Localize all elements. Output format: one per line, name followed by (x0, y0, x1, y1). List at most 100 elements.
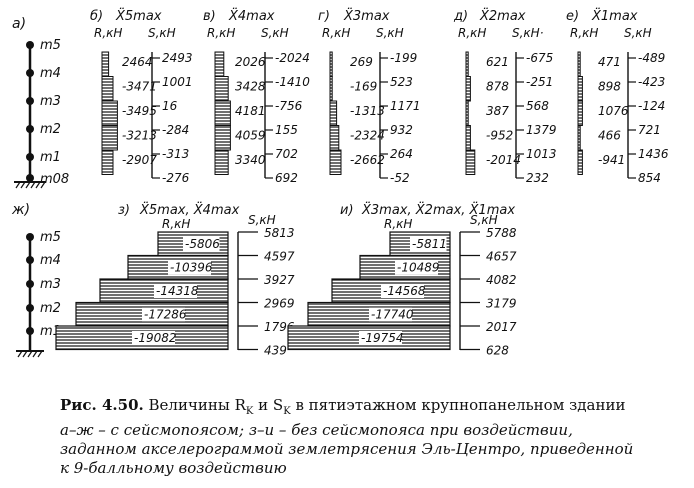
mass-node (26, 41, 34, 49)
panel-title: Ẍ1max (591, 8, 638, 24)
s-value: 5788 (486, 226, 517, 240)
floor-label-m1: m1 (40, 150, 61, 165)
mass-node (26, 153, 34, 161)
s-header: S,кН (470, 213, 498, 227)
s-value: 155 (275, 123, 298, 137)
s-value: 4082 (486, 273, 517, 287)
caption-line-2: заданном акселерограммой землетрясения Э… (60, 440, 634, 458)
r-value: -2014 (486, 153, 521, 167)
r-value: -1313 (350, 104, 385, 118)
r-bar (465, 100, 469, 126)
panel-title: Ẍ3max (343, 8, 390, 24)
s-header: S,кН (148, 26, 176, 40)
s-value: 4597 (264, 250, 295, 264)
panel-title: Ẍ2max (479, 8, 526, 24)
s-header: S,кН (248, 213, 276, 227)
masses-a (26, 41, 34, 182)
r-bar (465, 149, 476, 175)
r-value: -14318 (156, 284, 199, 298)
r-value: 4181 (235, 104, 266, 118)
r-header: R,кН (458, 26, 486, 40)
r-header: R,кН (207, 26, 235, 40)
r-label-bg (142, 307, 185, 322)
r-value: 269 (350, 55, 373, 69)
panel-letter: г) (318, 9, 330, 24)
s-value: -756 (275, 99, 303, 113)
r-value: -17740 (371, 308, 414, 322)
s-value: 854 (638, 171, 661, 185)
panel-letter: е) (566, 9, 579, 24)
r-label-bg (168, 260, 211, 275)
r-value: -2662 (350, 153, 385, 167)
s-value: -675 (526, 51, 553, 65)
floor-label-m3: m3 (40, 277, 61, 292)
r-value: -2324 (350, 129, 385, 143)
s-value: 1171 (390, 99, 421, 113)
s-header: S,кН (624, 26, 652, 40)
s-value: 16 (162, 99, 178, 113)
panel-letter: в) (203, 9, 216, 24)
r-bar (329, 149, 342, 175)
panel-letter: и) (340, 203, 354, 218)
s-value: -276 (162, 171, 190, 185)
s-value: -284 (162, 123, 189, 137)
s-value: 3927 (264, 273, 295, 287)
r-value: 878 (486, 80, 509, 94)
panel-title: Ẍ5max, Ẍ4max (139, 202, 240, 218)
s-value: 3179 (486, 297, 517, 311)
r-bar (101, 125, 118, 151)
figure-caption: Рис. 4.50. Величины RK и SK в пятиэтажно… (60, 396, 688, 478)
s-value: 439 (264, 344, 287, 358)
caption-subscript-sk: K (283, 406, 291, 417)
r-value: -10396 (170, 261, 213, 275)
r-value: -19082 (134, 331, 177, 345)
r-value: -5806 (185, 237, 220, 251)
s-value: 568 (526, 99, 549, 113)
r-label-bg (369, 307, 412, 322)
r-value: 466 (598, 129, 621, 143)
r-label-bg (381, 284, 424, 298)
r-bar (329, 51, 333, 77)
r-header: R,кН (94, 26, 122, 40)
r-bar (101, 100, 118, 126)
r-header: R,кН (384, 217, 412, 231)
s-value: 1436 (638, 147, 669, 161)
r-value: 387 (486, 104, 509, 118)
caption-title-part3: в пятиэтажном крупнопанельном здании (295, 396, 626, 414)
floor-label-m08: m08 (40, 172, 69, 187)
caption-title-line: Рис. 4.50. Величины RK и SK в пятиэтажно… (60, 396, 688, 421)
r-header: R,кН (570, 26, 598, 40)
r-label-bg (154, 284, 197, 298)
s-value: -2024 (275, 51, 310, 65)
r-bar (329, 100, 338, 126)
r-value: 621 (486, 55, 509, 69)
r-label-bg (132, 331, 175, 345)
r-bar (101, 51, 110, 77)
s-header: S,кН (376, 26, 404, 40)
s-value: 264 (390, 147, 413, 161)
s-value: 2017 (486, 320, 517, 334)
s-value: -313 (162, 147, 189, 161)
r-bar (214, 51, 225, 77)
s-value: 2969 (264, 297, 295, 311)
floor-label-m5: m5 (40, 230, 61, 245)
s-value: -423 (638, 75, 665, 89)
r-bar (214, 100, 231, 126)
r-label-bg (359, 331, 402, 345)
floor-label-m4: m4 (40, 66, 61, 81)
s-value: -1410 (275, 75, 310, 89)
mass-node (26, 304, 34, 312)
mass-node (26, 125, 34, 133)
s-header: S,кН (261, 26, 289, 40)
r-value: -169 (350, 80, 377, 94)
mass-node (26, 69, 34, 77)
s-value: 702 (275, 147, 298, 161)
mass-node (26, 256, 34, 264)
caption-line-3: к 9-балльному воздействию (60, 459, 287, 477)
